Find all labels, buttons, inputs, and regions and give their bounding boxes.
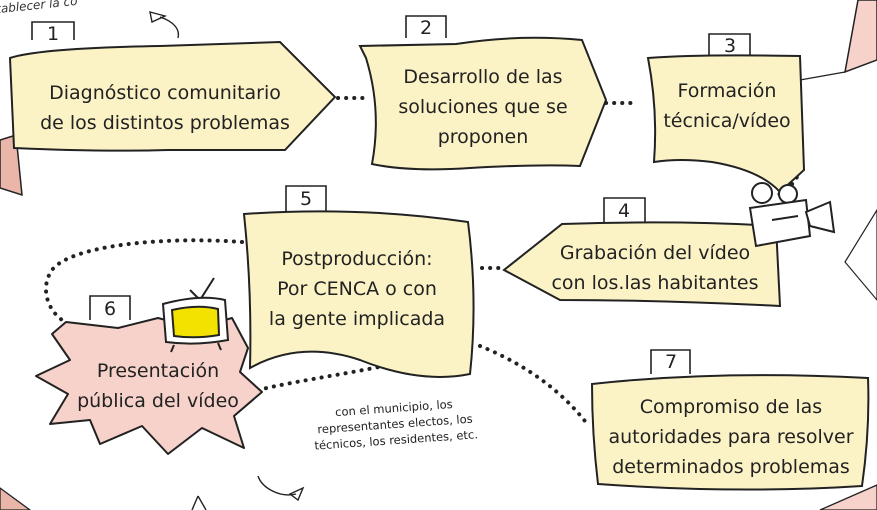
step-4-line-1: Grabación del vídeo <box>559 242 751 264</box>
step-6-text: Presentación pública del vídeo <box>68 356 248 416</box>
step-3-text: Formación técnica/vídeo <box>652 76 802 136</box>
step-2-line-2: soluciones que se <box>398 96 568 118</box>
step-3-line-1: Formación <box>677 80 777 102</box>
step-5-number: 5 <box>299 188 313 210</box>
step-2-line-3: proponen <box>437 126 529 148</box>
step-7-text: Compromiso de las autoridades para resol… <box>592 392 870 482</box>
step-1-box <box>8 21 337 152</box>
step-5-box <box>242 185 475 378</box>
step-2-text: Desarrollo de las soluciones que se prop… <box>378 62 588 152</box>
step-7-line-3: determinados problemas <box>612 456 850 478</box>
step-7-box <box>590 349 870 491</box>
bg-shape-right-mid <box>844 208 877 301</box>
step-2-number: 2 <box>419 17 433 39</box>
video-camera-icon <box>748 182 836 248</box>
step-5-text: Postproducción: Por CENCA o con la gente… <box>252 244 462 334</box>
step-1-line-1: Diagnóstico comunitario <box>49 82 281 104</box>
step-5-line-1: Postproducción: <box>281 248 433 270</box>
step-6-box <box>35 295 263 455</box>
step-2-box <box>358 15 608 171</box>
step-4-text: Grabación del vídeo con los.las habitant… <box>530 238 780 298</box>
step-7-line-2: autoridades para resolver <box>608 426 854 448</box>
step-3-box <box>646 33 806 194</box>
bg-line-top-right <box>799 71 846 81</box>
step-3-line-2: técnica/vídeo <box>663 110 791 132</box>
step-5-line-2: Por CENCA o con <box>277 278 437 300</box>
tv-icon <box>161 277 230 353</box>
step-4-number: 4 <box>617 200 631 222</box>
bg-shape-bottom-right <box>819 484 877 510</box>
step-6-line-2: pública del vídeo <box>77 390 239 412</box>
arrow-curl-icon <box>149 11 305 510</box>
step-7-line-1: Compromiso de las <box>639 396 823 418</box>
step-6-line-1: Presentación <box>96 360 220 382</box>
bg-shape-bottom-left <box>0 487 32 510</box>
connector-5-6 <box>44 238 244 327</box>
step-1-text: Diagnóstico comunitario de los distintos… <box>20 78 310 138</box>
step-7-number: 7 <box>664 351 678 373</box>
step-2-line-1: Desarrollo de las <box>403 66 563 88</box>
step-6-number: 6 <box>103 298 117 320</box>
step-3-number: 3 <box>723 35 737 57</box>
bg-shape-left <box>0 134 23 197</box>
step-4-box <box>502 197 782 308</box>
step-1-line-2: de los distintos problemas <box>40 112 290 134</box>
step-5-line-3: la gente implicada <box>268 308 446 330</box>
connector-5-7 <box>478 344 590 427</box>
bg-shape-top-right <box>844 0 877 74</box>
step-4-line-2: con los.las habitantes <box>551 272 759 294</box>
step-1-number: 1 <box>46 23 60 45</box>
